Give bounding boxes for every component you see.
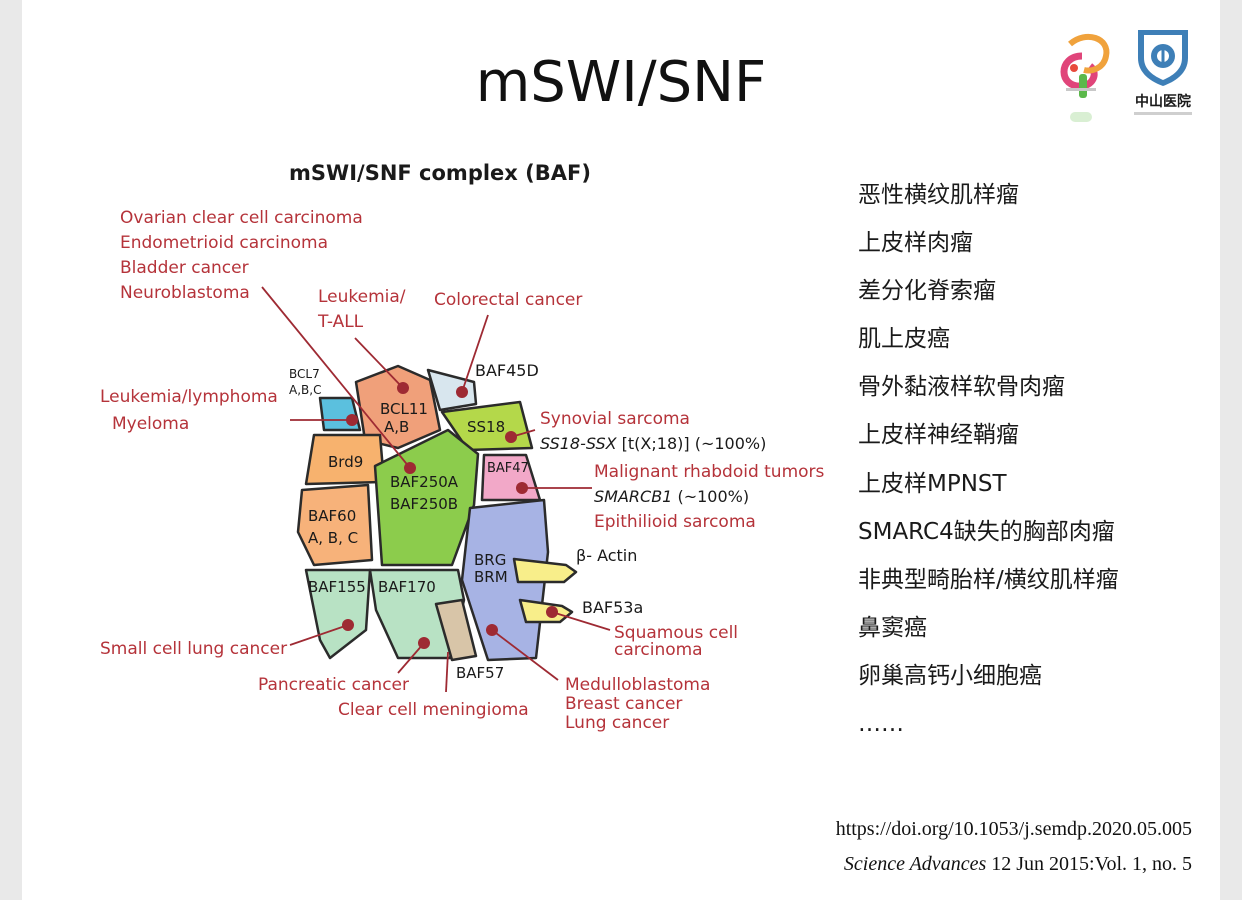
beta-actin-block xyxy=(512,557,578,584)
bcl7-label: BCL7 xyxy=(289,367,320,381)
cancer-label-carcinoma: carcinoma xyxy=(614,640,703,660)
hospital-shield-icon: 中山医院 xyxy=(1134,30,1192,115)
connector-lines xyxy=(261,286,611,693)
list-item: …… xyxy=(858,711,904,738)
ss18-label: SS18 xyxy=(467,418,505,436)
bcl11-label: BCL11 xyxy=(380,400,428,418)
brg-label: BRG xyxy=(474,551,506,569)
pin-dot xyxy=(516,482,528,494)
cancer-label-small-cell-lung: Small cell lung cancer xyxy=(100,639,287,659)
hospital-logo-text: 中山医院 xyxy=(1135,93,1191,110)
cancer-label-breast: Breast cancer xyxy=(565,694,682,714)
baf60-label-2: A, B, C xyxy=(308,529,358,547)
bcl11-label-2: A,B xyxy=(384,418,409,436)
list-item: SMARC4缺失的胸部肉瘤 xyxy=(858,518,1115,545)
list-item: 恶性横纹肌样瘤 xyxy=(858,182,1019,208)
list-item: 差分化脊索瘤 xyxy=(858,278,996,305)
baf170-block xyxy=(368,568,466,660)
pin-dot xyxy=(486,624,498,636)
baf57-block xyxy=(434,598,478,662)
cancer-label-leukemia-lymphoma: Leukemia/lymphoma xyxy=(100,387,278,407)
cancer-label-neuroblastoma: Neuroblastoma xyxy=(120,283,250,303)
cancer-label-medulloblastoma: Medulloblastoma xyxy=(565,675,710,695)
gene-label-smarcb1: SMARCB1 (~100%) xyxy=(594,487,749,506)
baf250b-label: BAF250B xyxy=(390,495,458,513)
baf250a-label: BAF250A xyxy=(390,473,459,491)
pin-dot xyxy=(346,414,358,426)
baf47-label: BAF47 xyxy=(487,461,529,476)
baf155-block xyxy=(304,568,372,660)
brm-label: BRM xyxy=(474,568,508,586)
slide-title: mSWI/SNF xyxy=(475,50,767,115)
list-item: 非典型畸胎样/横纹肌样瘤 xyxy=(858,566,1119,593)
pin-dot xyxy=(404,462,416,474)
cancer-label-leukemia: Leukemia/ xyxy=(318,287,406,307)
cancer-label-epithelioid: Epithilioid sarcoma xyxy=(594,512,756,532)
cancer-label-pancreatic: Pancreatic cancer xyxy=(258,675,409,695)
subunit-blocks xyxy=(296,364,578,662)
list-item: 上皮样肉瘤 xyxy=(858,230,973,257)
cancer-label-meningioma: Clear cell meningioma xyxy=(338,700,529,720)
list-item: 骨外黏液样软骨肉瘤 xyxy=(858,374,1065,401)
pin-dot xyxy=(505,431,517,443)
cancer-label-synovial: Synovial sarcoma xyxy=(540,409,690,429)
baf170-label: BAF170 xyxy=(378,578,436,596)
baf45d-block xyxy=(426,368,478,412)
baf53a-block xyxy=(518,598,574,624)
baf45d-label: BAF45D xyxy=(475,361,539,380)
bcl7-label-2: A,B,C xyxy=(289,383,321,397)
cancer-label-rhabdoid: Malignant rhabdoid tumors xyxy=(594,462,825,482)
slide xyxy=(22,0,1220,900)
baf250-block xyxy=(373,428,480,567)
pin-dot xyxy=(342,619,354,631)
cancer-label-bladder: Bladder cancer xyxy=(120,258,249,278)
cancer-label-lung: Lung cancer xyxy=(565,713,669,733)
baf60-label: BAF60 xyxy=(308,507,356,525)
list-item: 上皮样MPNST xyxy=(858,470,1007,497)
brd9-label: Brd9 xyxy=(328,453,363,471)
citation-journal-line: Science Advances 12 Jun 2015:Vol. 1, no.… xyxy=(844,853,1192,876)
pin-dot xyxy=(456,386,468,398)
citation-doi: https://doi.org/10.1053/j.semdp.2020.05.… xyxy=(835,818,1192,840)
baf57-label: BAF57 xyxy=(456,664,504,682)
list-item: 上皮样神经鞘瘤 xyxy=(858,422,1019,449)
baf53a-label: BAF53a xyxy=(582,598,643,617)
cancer-label-myeloma: Myeloma xyxy=(112,414,189,434)
citation-issue: 12 Jun 2015:Vol. 1, no. 5 xyxy=(986,853,1192,875)
beta-actin-label: β- Actin xyxy=(576,546,637,565)
citation-journal: Science Advances xyxy=(843,853,987,875)
baf155-label: BAF155 xyxy=(308,578,366,596)
list-item: 鼻窦癌 xyxy=(858,614,927,641)
baf60-block xyxy=(296,483,374,567)
list-item: 肌上皮癌 xyxy=(858,326,950,353)
institute-logo-icon xyxy=(1060,33,1110,122)
cancer-label-squamous: Squamous cell xyxy=(614,623,738,643)
cancer-label-colorectal: Colorectal cancer xyxy=(434,290,582,310)
pin-dots xyxy=(342,382,558,649)
tumor-list: 恶性横纹肌样瘤 上皮样肉瘤 差分化脊索瘤 肌上皮癌 骨外黏液样软骨肉瘤 上皮样神… xyxy=(858,178,1119,755)
pin-dot xyxy=(397,382,409,394)
pin-dot xyxy=(546,606,558,618)
cancer-label-endometrioid: Endometrioid carcinoma xyxy=(120,233,328,253)
diagram-heading: mSWI/SNF complex (BAF) xyxy=(289,161,591,185)
cancer-label-tall: T-ALL xyxy=(317,312,364,332)
pin-dot xyxy=(418,637,430,649)
cancer-label-ovarian: Ovarian clear cell carcinoma xyxy=(120,208,363,228)
gene-label-ss18-ssx: SS18-SSX [t(X;18)] (~100%) xyxy=(540,434,766,453)
list-item: 卵巢高钙小细胞癌 xyxy=(858,662,1042,689)
